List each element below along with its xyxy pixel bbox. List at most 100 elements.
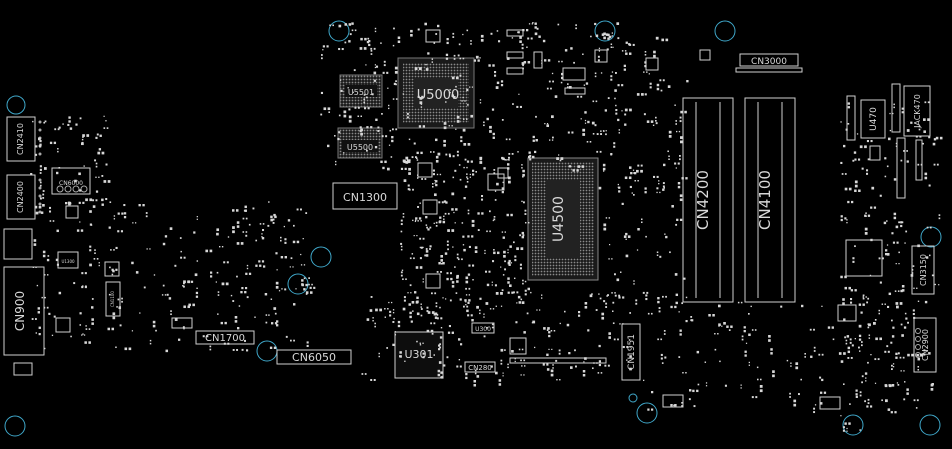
smd-pad [603, 223, 607, 227]
smd-pad [374, 64, 377, 66]
smd-pad [56, 171, 59, 175]
smd-pad [33, 243, 37, 246]
smd-pad [400, 242, 403, 245]
smd-pad [406, 116, 409, 119]
cn1700-connector: CN1700 [195, 330, 255, 345]
smd-pad [435, 155, 439, 159]
smd-pad [522, 29, 525, 32]
smd-pad [936, 163, 939, 166]
cn900-connector: CN900 [3, 266, 45, 356]
smd-pad [663, 187, 665, 189]
smd-pad [438, 201, 441, 204]
smd-pad [847, 102, 850, 105]
smd-pad [408, 159, 411, 162]
smd-pad [447, 212, 450, 215]
smd-pad [195, 291, 199, 295]
smd-pad [495, 292, 499, 295]
smd-pad [888, 292, 892, 296]
smd-pad [498, 379, 502, 382]
smd-pad [901, 107, 904, 110]
smd-pad [741, 335, 744, 338]
smd-pad [459, 365, 462, 368]
smd-pad [91, 318, 94, 321]
smd-pad [685, 296, 688, 299]
smd-pad [847, 357, 850, 359]
smd-pad [472, 173, 475, 176]
smd-pad [432, 173, 435, 176]
smd-pad [662, 295, 664, 298]
smd-pad [344, 41, 347, 44]
smd-pad [868, 323, 871, 327]
smd-pad [886, 220, 888, 222]
smd-pad [241, 348, 244, 351]
smd-pad [505, 159, 507, 161]
smd-pad [379, 308, 383, 312]
smd-pad [656, 191, 658, 194]
smd-pad [360, 132, 363, 136]
smd-pad [441, 201, 444, 204]
smd-pad [897, 290, 900, 292]
smd-pad [397, 324, 401, 328]
smd-pad [443, 180, 446, 183]
smd-pad [519, 267, 522, 270]
smd-pad [419, 237, 422, 240]
smd-pad [471, 319, 474, 322]
smd-pad [451, 76, 455, 80]
smd-pad [310, 291, 313, 294]
smd-pad [848, 286, 851, 290]
smd-pad [378, 355, 380, 358]
smd-pad [456, 115, 460, 119]
smd-pad [844, 187, 848, 191]
smd-pad [516, 302, 518, 304]
smd-pad [748, 364, 751, 366]
smd-pad [868, 337, 871, 339]
smd-pad [489, 230, 491, 233]
smd-pad [915, 407, 918, 409]
smd-pad [441, 376, 444, 379]
smd-pad [680, 136, 683, 139]
smd-pad [341, 48, 344, 51]
smd-pad [600, 372, 603, 374]
smd-pad [442, 220, 446, 224]
smd-pad [85, 325, 87, 327]
smd-pad [491, 284, 493, 286]
smd-pad [614, 273, 616, 276]
mounting-hole [328, 20, 350, 42]
smd-pad [641, 93, 644, 96]
smd-pad [131, 330, 134, 332]
smd-pad [679, 329, 682, 332]
smd-pad [548, 80, 551, 83]
smd-pad [534, 32, 538, 36]
smd-pad [549, 139, 551, 141]
smd-pad [372, 317, 374, 319]
smd-pad [474, 372, 477, 375]
smd-pad [676, 218, 679, 222]
smd-pad [926, 226, 929, 229]
smd-pad [929, 226, 932, 229]
smd-pad [377, 130, 380, 132]
smd-pad [848, 187, 852, 191]
smd-pad [516, 105, 519, 108]
smd-pad [658, 180, 660, 182]
smd-pad [272, 222, 275, 224]
smd-pad [78, 201, 81, 204]
smd-pad [405, 278, 407, 281]
smd-pad [900, 323, 903, 326]
smd-pad [866, 169, 869, 172]
smd-pad [600, 72, 603, 74]
smd-pad [847, 106, 850, 109]
smd-pad [452, 36, 455, 38]
smd-pad [448, 325, 451, 328]
smd-pad [671, 205, 674, 208]
smd-pad [928, 184, 931, 187]
smd-pad [597, 59, 600, 62]
smd-pad [284, 288, 287, 291]
smd-pad [486, 326, 488, 329]
smd-pad [591, 293, 593, 295]
smd-pad [35, 153, 38, 156]
smd-pad [649, 82, 652, 85]
smd-pad [844, 173, 847, 175]
smd-pad [679, 333, 682, 336]
smd-pad [668, 135, 672, 138]
smd-pad [898, 251, 900, 254]
